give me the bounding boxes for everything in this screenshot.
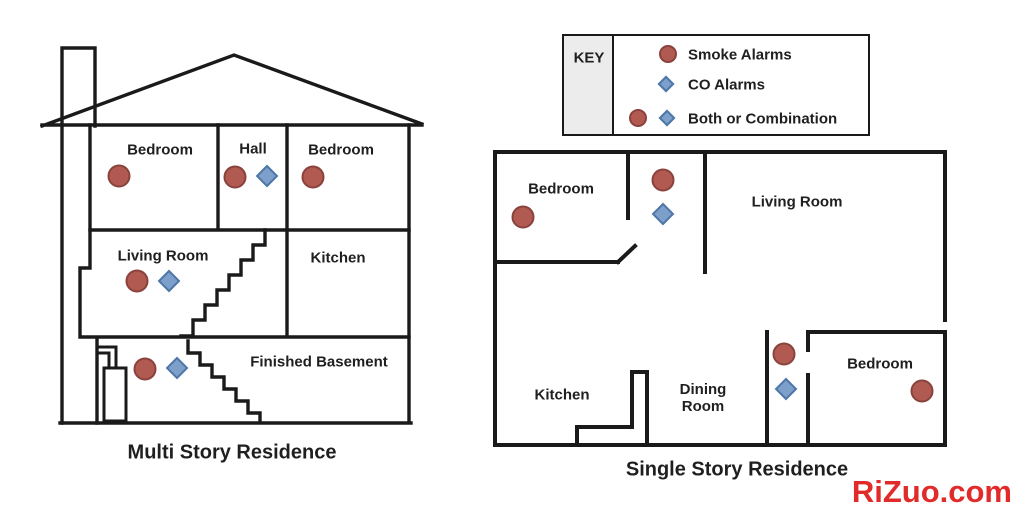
smoke-alarm-icon bbox=[107, 164, 131, 188]
smoke-alarm-icon bbox=[910, 379, 934, 403]
multi-furnace bbox=[95, 345, 128, 423]
room-label-bedroom-top: Bedroom bbox=[528, 180, 594, 198]
smoke-alarm-icon bbox=[133, 357, 157, 381]
multi-stairs-basement bbox=[186, 339, 262, 424]
smoke-alarm-icon bbox=[772, 342, 796, 366]
legend-title: KEY bbox=[573, 49, 605, 67]
multi-story-caption: Multi Story Residence bbox=[127, 441, 337, 464]
smoke-alarm-icon bbox=[125, 269, 149, 293]
room-label-living-room: Living Room bbox=[751, 193, 843, 211]
legend-item-smoke: Smoke Alarms bbox=[688, 46, 792, 64]
multi-outer-walls bbox=[58, 123, 413, 425]
single-outer-walls bbox=[493, 150, 947, 447]
single-story-caption: Single Story Residence bbox=[625, 458, 849, 481]
legend-item-both: Both or Combination bbox=[688, 110, 838, 128]
multi-chimney bbox=[60, 46, 97, 425]
smoke-alarm-icon bbox=[651, 168, 675, 192]
room-label-bedroom-right: Bedroom bbox=[308, 141, 374, 159]
room-label-dining-room: Dining Room bbox=[679, 380, 727, 415]
single-bedroom-right-walls bbox=[806, 330, 947, 447]
multi-stairs-upper bbox=[179, 228, 267, 338]
legend-item-co: CO Alarms bbox=[688, 76, 765, 94]
smoke-alarm-icon bbox=[629, 109, 647, 127]
room-label-living-room: Living Room bbox=[117, 247, 209, 265]
room-label-kitchen: Kitchen bbox=[534, 386, 590, 404]
multi-roof bbox=[39, 53, 425, 129]
smoke-alarm-icon bbox=[301, 165, 325, 189]
room-label-bedroom-left: Bedroom bbox=[127, 141, 193, 159]
single-bedroom-top-walls bbox=[493, 150, 638, 265]
smoke-alarm-icon bbox=[223, 165, 247, 189]
multi-second-floor-walls bbox=[88, 123, 411, 232]
room-label-kitchen: Kitchen bbox=[310, 249, 366, 267]
room-label-bedroom-right: Bedroom bbox=[847, 355, 913, 373]
smoke-alarm-icon bbox=[511, 205, 535, 229]
legend-key-cell bbox=[564, 36, 614, 134]
multi-main-floor-walls bbox=[78, 228, 411, 425]
single-kitchen-counter bbox=[575, 370, 649, 447]
smoke-alarm-icon bbox=[659, 45, 677, 63]
legend: KEY bbox=[562, 34, 870, 136]
watermark-logo: RiZuo.com bbox=[851, 474, 1012, 509]
room-label-hall: Hall bbox=[239, 140, 267, 158]
room-label-basement: Finished Basement bbox=[250, 353, 388, 371]
